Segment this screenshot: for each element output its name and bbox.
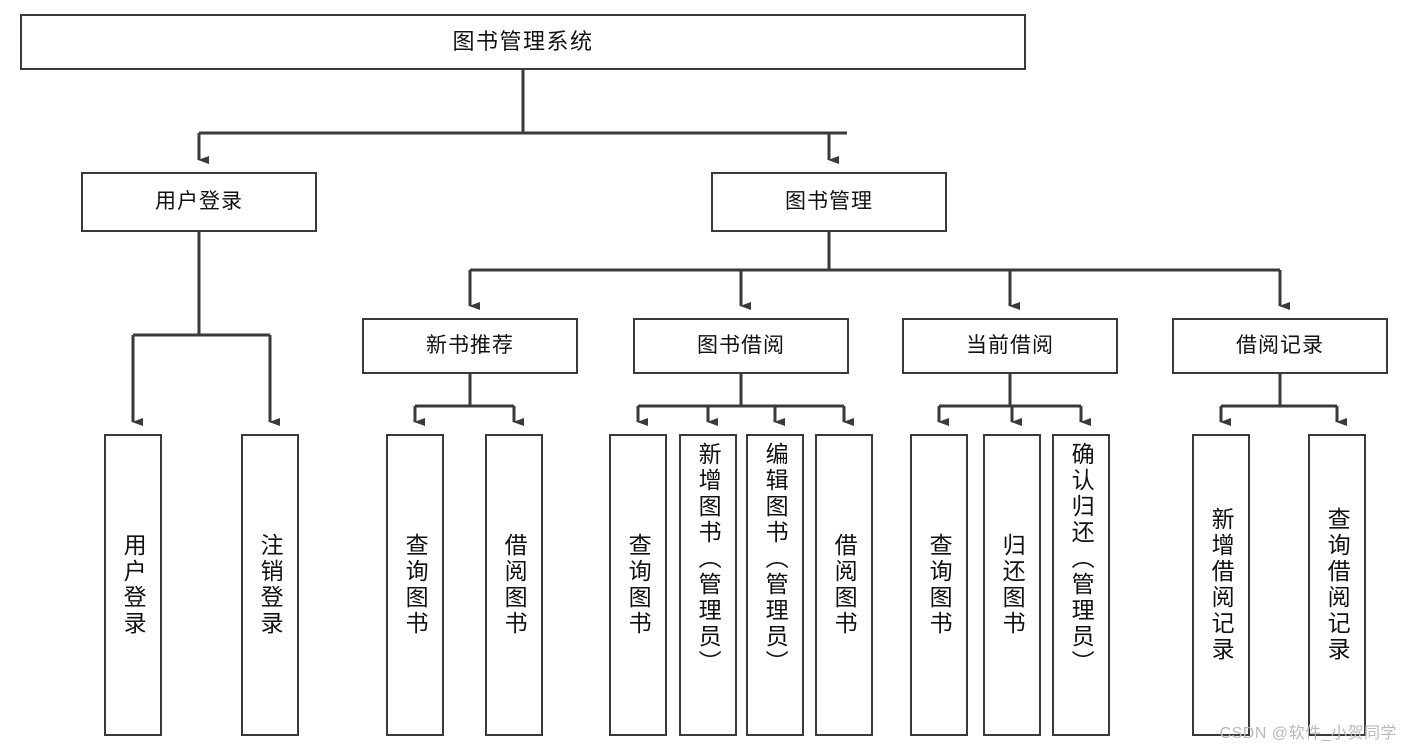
node-user-login-label: 用户登录 (155, 190, 243, 214)
node-leaf-borrow-book-1-label: 借阅图书 (501, 533, 528, 637)
node-leaf-edit-book[interactable]: 编辑图书（管理员） (746, 434, 804, 736)
csdn-watermark: CSDN @软件_小贺同学 (1219, 725, 1397, 742)
node-leaf-query-book-1[interactable]: 查询图书 (386, 434, 444, 736)
node-book-manage[interactable]: 图书管理 (711, 172, 947, 232)
node-leaf-edit-book-label: 编辑图书（管理员） (762, 442, 789, 676)
node-leaf-query-record[interactable]: 查询借阅记录 (1308, 434, 1366, 736)
node-leaf-user-login-label: 用户登录 (120, 533, 147, 637)
node-new-book-rec-label: 新书推荐 (426, 334, 514, 358)
node-new-book-rec[interactable]: 新书推荐 (362, 318, 578, 374)
node-leaf-add-book[interactable]: 新增图书（管理员） (679, 434, 737, 736)
node-leaf-confirm-return[interactable]: 确认归还（管理员） (1052, 434, 1110, 736)
node-leaf-query-book-3[interactable]: 查询图书 (910, 434, 968, 736)
node-leaf-return-book-label: 归还图书 (999, 533, 1026, 637)
node-borrow-record-label: 借阅记录 (1236, 334, 1324, 358)
node-leaf-add-record-label: 新增借阅记录 (1208, 507, 1235, 663)
node-leaf-query-record-label: 查询借阅记录 (1324, 507, 1351, 663)
node-leaf-query-book-2-label: 查询图书 (625, 533, 652, 637)
node-book-manage-label: 图书管理 (785, 190, 873, 214)
node-user-login[interactable]: 用户登录 (81, 172, 317, 232)
node-leaf-logout-label: 注销登录 (257, 533, 284, 637)
node-current-borrow-label: 当前借阅 (966, 334, 1054, 358)
node-leaf-logout[interactable]: 注销登录 (241, 434, 299, 736)
node-leaf-borrow-book-1[interactable]: 借阅图书 (485, 434, 543, 736)
node-root[interactable]: 图书管理系统 (20, 14, 1026, 70)
node-leaf-return-book[interactable]: 归还图书 (983, 434, 1041, 736)
node-leaf-query-book-1-label: 查询图书 (402, 533, 429, 637)
node-root-label: 图书管理系统 (452, 28, 594, 54)
node-leaf-borrow-book-2-label: 借阅图书 (831, 533, 858, 637)
node-leaf-borrow-book-2[interactable]: 借阅图书 (815, 434, 873, 736)
node-book-borrow-label: 图书借阅 (697, 334, 785, 358)
node-leaf-add-book-label: 新增图书（管理员） (695, 442, 722, 676)
node-book-borrow[interactable]: 图书借阅 (633, 318, 849, 374)
node-borrow-record[interactable]: 借阅记录 (1172, 318, 1388, 374)
node-current-borrow[interactable]: 当前借阅 (902, 318, 1118, 374)
node-leaf-query-book-3-label: 查询图书 (926, 533, 953, 637)
node-leaf-confirm-return-label: 确认归还（管理员） (1068, 442, 1095, 676)
node-leaf-user-login[interactable]: 用户登录 (104, 434, 162, 736)
node-leaf-add-record[interactable]: 新增借阅记录 (1192, 434, 1250, 736)
node-leaf-query-book-2[interactable]: 查询图书 (609, 434, 667, 736)
